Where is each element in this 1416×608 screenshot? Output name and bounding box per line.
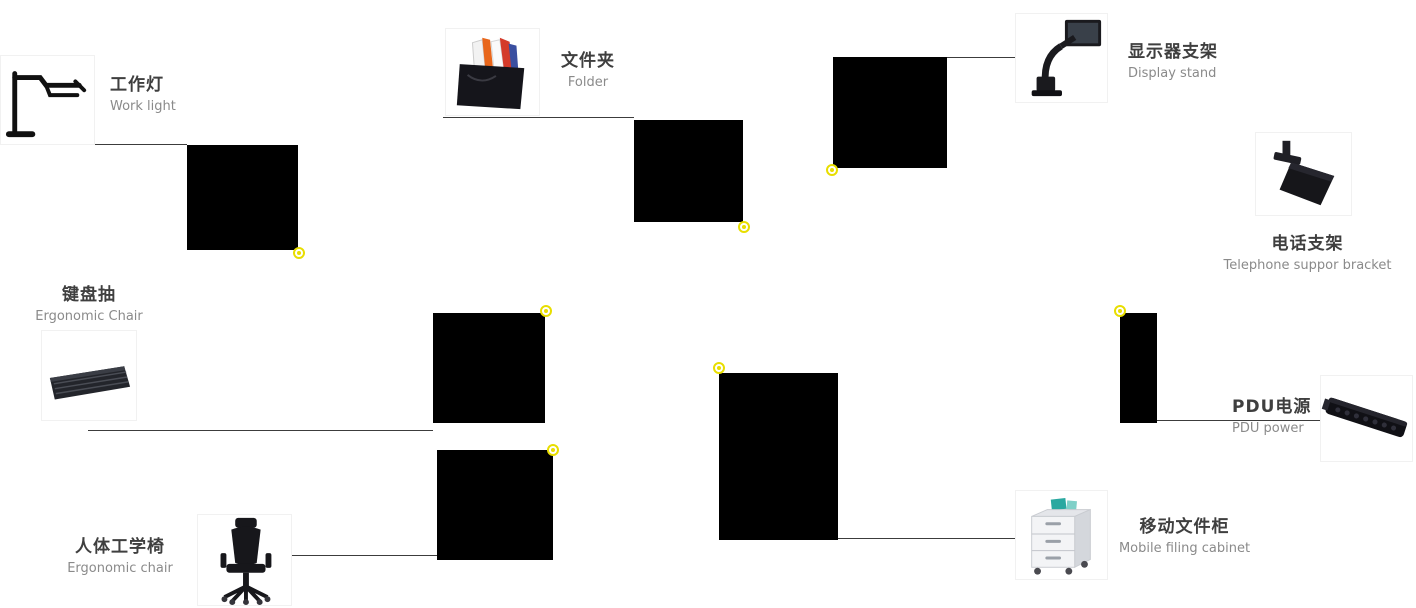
- label-folder-en: Folder: [567, 74, 609, 90]
- label-pdu-power-zh: PDU电源: [1232, 397, 1312, 417]
- label-folder-zh: 文件夹: [561, 51, 615, 71]
- hotspot-marker-pdu[interactable]: [1114, 305, 1126, 317]
- label-telephone-bracket: 电话支架 Telephone suppor bracket: [1210, 234, 1405, 273]
- callout-line-work-light: [46, 144, 187, 145]
- label-telephone-bracket-en: Telephone suppor bracket: [1223, 257, 1392, 273]
- mobile-cabinet-photo: [1015, 490, 1108, 580]
- hotspot-marker-keyboard[interactable]: [540, 305, 552, 317]
- label-keyboard-tray-en: Ergonomic Chair: [35, 308, 143, 324]
- product-black-region-work-light: [187, 145, 298, 250]
- callout-line-chair: [292, 555, 437, 556]
- label-work-light: 工作灯 Work light: [110, 75, 176, 114]
- label-display-stand-zh: 显示器支架: [1128, 42, 1218, 62]
- hotspot-marker-work-light[interactable]: [293, 247, 305, 259]
- label-mobile-cabinet-zh: 移动文件柜: [1139, 517, 1230, 537]
- folder-icon: [456, 37, 525, 110]
- product-black-region-center: [719, 373, 838, 540]
- work-light-icon: [5, 71, 87, 138]
- telephone-bracket-photo: [1255, 132, 1352, 216]
- ergonomic-chair-photo: [197, 514, 292, 606]
- label-keyboard-tray-zh: 键盘抽: [62, 285, 116, 305]
- product-black-region-folder: [634, 120, 743, 222]
- callout-line-keyboard: [88, 430, 433, 431]
- label-mobile-cabinet: 移动文件柜 Mobile filing cabinet: [1112, 517, 1257, 556]
- hotspot-marker-chair[interactable]: [547, 444, 559, 456]
- label-work-light-en: Work light: [110, 98, 176, 114]
- callout-line-cabinet: [838, 538, 1015, 539]
- telephone-bracket-icon: [1273, 140, 1335, 206]
- label-work-light-zh: 工作灯: [110, 75, 164, 95]
- keyboard-tray-photo: [41, 330, 137, 421]
- hotspot-marker-folder[interactable]: [738, 221, 750, 233]
- label-display-stand: 显示器支架 Display stand: [1128, 42, 1218, 81]
- display-stand-photo: [1015, 13, 1108, 103]
- label-ergonomic-chair: 人体工学椅 Ergonomic chair: [50, 537, 190, 576]
- product-black-region-pdu: [1120, 313, 1157, 423]
- callout-line-display: [947, 57, 1015, 58]
- label-mobile-cabinet-en: Mobile filing cabinet: [1118, 540, 1251, 556]
- drawer-cabinet-icon: [1031, 498, 1091, 575]
- callout-line-folder: [443, 117, 634, 118]
- office-chair-icon: [220, 517, 272, 605]
- label-display-stand-en: Display stand: [1128, 65, 1217, 81]
- pdu-strip-icon: [1321, 397, 1408, 438]
- product-black-region-display: [833, 57, 947, 168]
- product-black-region-keyboard: [433, 313, 545, 423]
- callout-line-pdu: [1157, 420, 1320, 421]
- work-light-photo: [0, 55, 95, 145]
- display-stand-icon: [1031, 19, 1102, 97]
- label-ergonomic-chair-en: Ergonomic chair: [67, 560, 173, 576]
- hotspot-marker-display[interactable]: [826, 164, 838, 176]
- hotspot-marker-center[interactable]: [713, 362, 725, 374]
- label-folder: 文件夹 Folder: [553, 51, 623, 90]
- folder-photo: [445, 28, 540, 116]
- label-pdu-power-en: PDU power: [1232, 420, 1304, 436]
- label-keyboard-tray: 键盘抽 Ergonomic Chair: [24, 285, 154, 324]
- pdu-power-photo: [1320, 375, 1413, 462]
- product-black-region-chair: [437, 450, 553, 560]
- label-telephone-bracket-zh: 电话支架: [1271, 234, 1344, 254]
- keyboard-icon: [49, 366, 131, 400]
- label-pdu-power: PDU电源 PDU power: [1232, 397, 1312, 436]
- label-ergonomic-chair-zh: 人体工学椅: [75, 537, 165, 557]
